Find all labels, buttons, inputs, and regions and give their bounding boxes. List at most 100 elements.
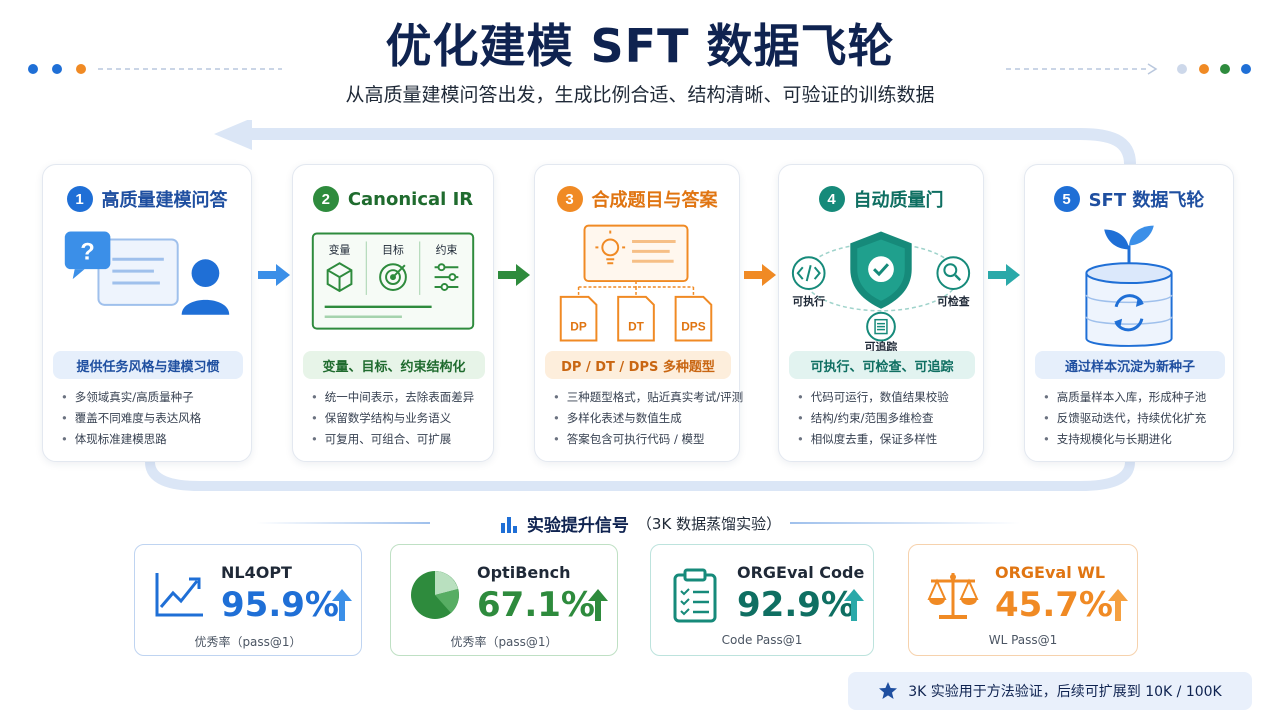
pie-chart-icon: [411, 571, 459, 619]
list-item: 可复用、可组合、可扩展: [311, 429, 474, 450]
panel-label: 变量: [329, 242, 351, 256]
step-number: 5: [1053, 186, 1080, 212]
section-title: 实验提升信号: [526, 516, 629, 536]
metric-name: ORGEval WL: [995, 563, 1106, 582]
stage-card-2: 2 Canonical IR 变量 目标 约束 变量、目标、约束结构化 统一中间…: [292, 164, 494, 462]
list-item: 相似度去重，保证多样性: [797, 429, 949, 450]
step-number: 2: [312, 186, 339, 212]
doc-label: DT: [628, 320, 645, 334]
stage-card-4: 4 自动质量门 可执行 可检查 可追踪 可执行、可检查、可追: [778, 164, 984, 462]
stage-bullets: 代码可运行，数值结果校验 结构/约束/范围多维检查 相似度去重，保证多样性: [797, 387, 949, 450]
metric-value: 95.9%: [221, 585, 339, 625]
stage-card-1: 1 高质量建模问答 ? 提供任务风格与建模习惯 多领域真实/高质量种子 覆盖不同…: [42, 164, 252, 462]
list-item: 覆盖不同难度与表达风格: [61, 408, 202, 429]
stage-title: Canonical IR: [347, 188, 474, 210]
quality-gate-illustration: 可执行 可检查 可追踪: [791, 231, 971, 353]
sprout-icon: [1104, 225, 1154, 266]
arrow-up-icon: [588, 589, 608, 621]
metric-value: 67.1%: [477, 585, 595, 625]
list-icon: [866, 311, 896, 342]
stage-bullets: 三种题型格式，贴近真实考试/评测 多样化表述与数值生成 答案包含可执行代码 / …: [553, 387, 743, 450]
list-item: 高质量样本入库，形成种子池: [1043, 387, 1207, 408]
section-subtitle: （3K 数据蒸馏实验）: [636, 515, 782, 533]
list-item: 反馈驱动迭代，持续优化扩充: [1043, 408, 1207, 429]
metric-label: WL Pass@1: [988, 633, 1058, 647]
svg-text:?: ?: [80, 238, 95, 265]
stage-pill: 通过样本沉淀为新种子: [1035, 351, 1225, 379]
ring-label: 可追踪: [865, 339, 898, 353]
ring-label: 可检查: [937, 294, 970, 308]
page-title: 优化建模 SFT 数据飞轮: [385, 19, 895, 73]
lightbulb-icon: [595, 230, 626, 265]
metric-card-nl4opt: NL4OPT 95.9% 优秀率（pass@1）: [134, 544, 362, 656]
section-divider-left: [256, 522, 430, 524]
metric-label: 优秀率（pass@1）: [194, 635, 302, 649]
database-cycle-icon: [1085, 262, 1173, 347]
metric-label: 优秀率（pass@1）: [450, 635, 558, 649]
shield-check-icon: [850, 231, 912, 309]
decorative-dots-right: [1006, 63, 1251, 75]
qa-illustration: ?: [64, 231, 230, 315]
stage-bullets: 高质量样本入库，形成种子池 反馈驱动迭代，持续优化扩充 支持规模化与长期进化: [1043, 387, 1207, 450]
metric-label: Code Pass@1: [721, 633, 803, 647]
question-chat-icon: ?: [64, 231, 179, 306]
scale-icon: [927, 573, 979, 619]
list-item: 多领域真实/高质量种子: [61, 387, 201, 408]
list-item: 保留数学结构与业务语义: [311, 408, 474, 429]
synthesis-illustration: DP DT DPS: [559, 224, 713, 342]
step-number: 4: [818, 186, 845, 212]
stage-bullets: 统一中间表示，去除表面差异 保留数学结构与业务语义 可复用、可组合、可扩展: [311, 387, 475, 450]
page-subtitle: 从高质量建模问答出发，生成比例合适、结构清晰、可验证的训练数据: [345, 84, 935, 106]
footnote-banner: 3K 实验用于方法验证，后续可扩展到 10K / 100K: [848, 672, 1252, 710]
document-icon: [559, 295, 713, 342]
list-item: 代码可运行，数值结果校验: [797, 387, 949, 408]
section-header: 实验提升信号 （3K 数据蒸馏实验）: [0, 511, 1280, 536]
footnote-text: 3K 实验用于方法验证，后续可扩展到 10K / 100K: [908, 684, 1222, 700]
star-icon: [879, 682, 898, 699]
bar-chart-icon: [500, 516, 517, 533]
line-chart-icon: [155, 573, 203, 617]
flow-arrow-1-2: [258, 264, 290, 286]
list-item: 统一中间表示，去除表面差异: [311, 387, 475, 408]
list-item: 体现标准建模思路: [61, 429, 201, 450]
metric-card-optibench: OptiBench 67.1% 优秀率（pass@1）: [390, 544, 618, 656]
ring-label: 可执行: [792, 294, 825, 308]
panel-label: 目标: [382, 242, 404, 256]
code-icon: [791, 256, 826, 290]
metric-card-orgeval-code: ORGEval Code 92.9% Code Pass@1: [650, 544, 874, 656]
stage-pill: 可执行、可检查、可追踪: [789, 351, 975, 379]
metric-card-orgeval-wl: ORGEval WL 45.7% WL Pass@1: [908, 544, 1138, 656]
metric-value: 45.7%: [995, 585, 1113, 625]
flow-arrow-2-3: [498, 264, 530, 286]
arrow-up-icon: [332, 589, 352, 621]
section-divider-right: [790, 522, 1020, 524]
decorative-dots-left: [28, 64, 282, 74]
magnifier-icon: [936, 256, 971, 290]
step-number: 3: [556, 186, 583, 212]
stage-title: 高质量建模问答: [101, 190, 228, 211]
list-item: 支持规模化与长期进化: [1043, 429, 1206, 450]
doc-label: DPS: [681, 320, 705, 334]
list-item: 多样化表述与数值生成: [553, 408, 743, 429]
stage-pill: 提供任务风格与建模习惯: [53, 351, 243, 379]
metric-name: ORGEval Code: [737, 563, 865, 582]
stage-title: SFT 数据飞轮: [1088, 190, 1205, 211]
flywheel-database-illustration: [1085, 225, 1173, 347]
cube-icon: [326, 262, 353, 293]
stage-title: 合成题目与答案: [591, 190, 718, 211]
stage-bullets: 多领域真实/高质量种子 覆盖不同难度与表达风格 体现标准建模思路: [61, 387, 202, 450]
target-icon: [379, 263, 407, 291]
list-item: 三种题型格式，贴近真实考试/评测: [553, 387, 743, 408]
stage-pill: 变量、目标、约束结构化: [303, 351, 485, 379]
step-number: 1: [66, 186, 93, 212]
user-icon: [181, 259, 230, 315]
stage-title: 自动质量门: [853, 190, 944, 211]
flow-arrow-4-5: [988, 264, 1020, 286]
list-item: 结构/约束/范围多维检查: [797, 408, 949, 429]
arrow-up-icon: [1108, 589, 1128, 621]
doc-label: DP: [570, 320, 587, 334]
stage-pill: DP / DT / DPS 多种题型: [545, 351, 731, 379]
metric-value: 92.9%: [737, 585, 855, 625]
metric-name: OptiBench: [477, 563, 571, 582]
sliders-icon: [434, 263, 459, 291]
